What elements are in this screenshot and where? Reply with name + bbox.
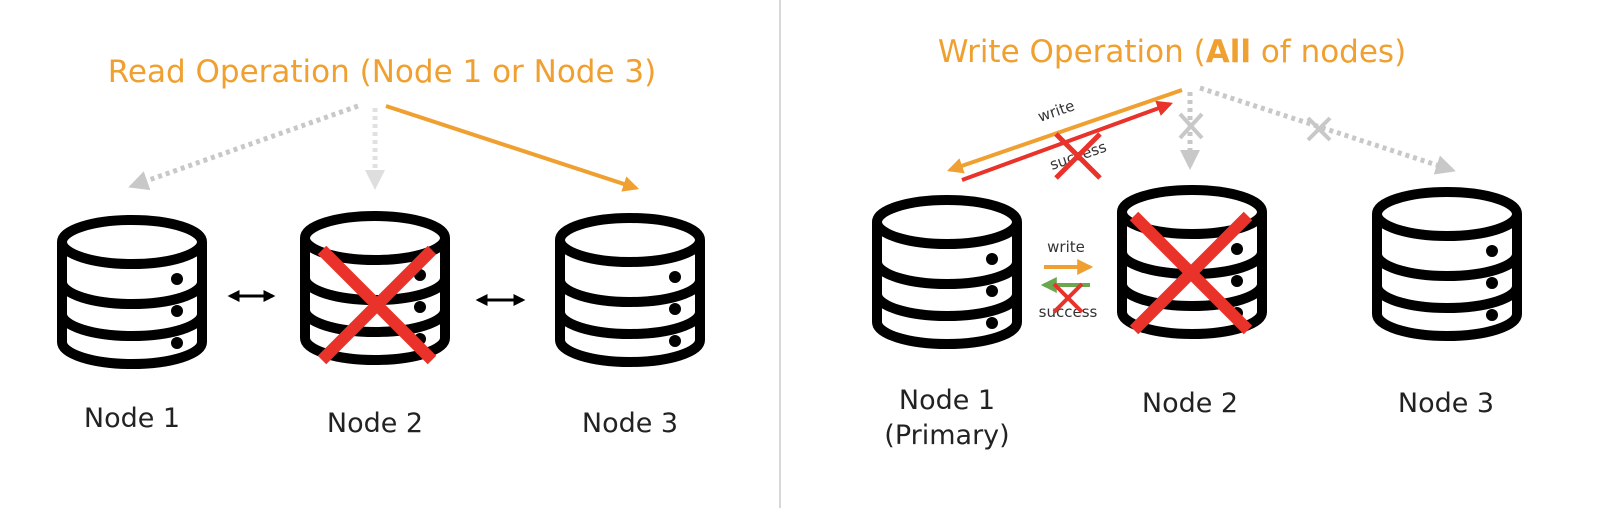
- read-arrow-node3: [385, 104, 640, 192]
- write-node1-sublabel: (Primary): [884, 420, 1009, 451]
- write-node2-failure-x-icon: [1129, 211, 1253, 335]
- write-node3-db-icon: [1377, 192, 1517, 336]
- write-node3-label: Node 3: [1398, 388, 1494, 419]
- read-node3-db-icon: [560, 218, 700, 362]
- write-arrow-node1: [946, 88, 1183, 174]
- write-node3-path-x-icon: [1306, 116, 1332, 142]
- write-node2-path-x-icon: [1178, 112, 1204, 140]
- write-node1-label: Node 1: [899, 385, 995, 416]
- write-title-post: of nodes): [1251, 34, 1406, 70]
- top-write-label: write: [1035, 96, 1077, 125]
- read-node1-db-icon: [62, 220, 202, 364]
- write-node2-label: Node 2: [1142, 388, 1238, 419]
- write-title-pre: Write Operation (: [938, 34, 1206, 70]
- read-arrow-node1: [128, 103, 359, 191]
- mid-success-failure-x-icon: [1052, 282, 1084, 314]
- top-success-failure-x-icon: [1054, 132, 1102, 180]
- write-node2-db-icon: [1122, 190, 1262, 334]
- read-node3-label: Node 3: [582, 408, 678, 439]
- write-title-bold: All: [1206, 34, 1251, 70]
- write-title: Write Operation (All of nodes): [938, 34, 1406, 70]
- write-arrow-node3: [1199, 85, 1456, 175]
- read-node2-failure-x-icon: [317, 245, 437, 365]
- mid-success-label: success: [1039, 303, 1098, 321]
- read-node2-db-icon: [305, 216, 445, 360]
- read-node1-label: Node 1: [84, 403, 180, 434]
- mid-write-label: write: [1047, 238, 1085, 256]
- read-title: Read Operation (Node 1 or Node 3): [108, 54, 656, 90]
- write-node1-db-icon: [877, 200, 1017, 344]
- read-node2-label: Node 2: [327, 408, 423, 439]
